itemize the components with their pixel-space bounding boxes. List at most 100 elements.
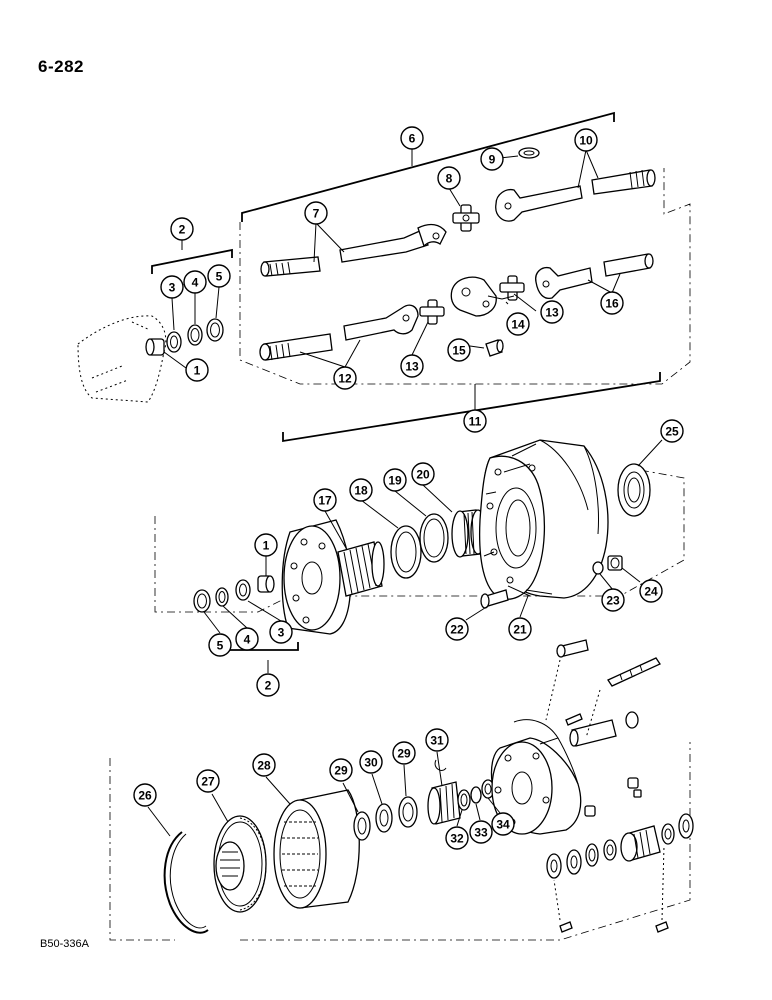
callout-number: 5 [217, 639, 224, 653]
part-3-seal-upper [166, 331, 182, 353]
callout-circle [660, 419, 684, 443]
part-5-seal-lower [193, 589, 211, 613]
planet-washer-5 [661, 823, 675, 845]
callout-7: 7 [304, 201, 328, 225]
callout-28: 28 [252, 753, 276, 777]
part-32-snap-ring [457, 789, 471, 811]
callout-circle [183, 270, 207, 294]
callout-25: 25 [660, 419, 684, 443]
callout-circle [445, 826, 469, 850]
callout-1: 1 [254, 533, 278, 557]
callout-circle [540, 300, 564, 324]
callout-number: 20 [416, 468, 430, 482]
callout-number: 25 [665, 425, 679, 439]
callout-number: 4 [244, 633, 251, 647]
part-4-washer-upper [187, 324, 203, 346]
callout-circle [304, 201, 328, 225]
part-23-washer [592, 561, 604, 575]
planet-pin-long [607, 657, 661, 687]
callout-34: 34 [491, 812, 515, 836]
callout-number: 4 [192, 276, 199, 290]
part-7-inner-axle-shaft [260, 223, 447, 277]
part-3-seal-lower [235, 579, 251, 601]
callout-4: 4 [235, 627, 259, 651]
callout-number: 15 [452, 344, 466, 358]
callout-circle [447, 338, 471, 362]
callout-number: 33 [474, 826, 488, 840]
part-12-axle-shaft [259, 304, 419, 361]
planet-pin-right [655, 921, 669, 933]
callout-circle [639, 579, 663, 603]
callout-circle [463, 409, 487, 433]
callout-29: 29 [392, 741, 416, 765]
figure-code: B50-336A [40, 938, 89, 950]
callout-11: 11 [463, 409, 487, 433]
planet-pin-left [559, 921, 573, 933]
callout-number: 18 [354, 484, 368, 498]
part-22-wheel-bolt [480, 589, 509, 609]
callout-number: 1 [263, 539, 270, 553]
callout-circle [400, 354, 424, 378]
callout-number: 17 [318, 494, 332, 508]
callout-32: 32 [445, 826, 469, 850]
part-9-snap-ring [518, 147, 540, 159]
callout-circle [383, 468, 407, 492]
callout-circle [329, 758, 353, 782]
callout-circle [359, 750, 383, 774]
callout-circle [469, 820, 493, 844]
callout-27: 27 [196, 769, 220, 793]
callout-number: 29 [397, 747, 411, 761]
callout-number: 1 [194, 364, 201, 378]
planet-gear [620, 825, 661, 862]
callout-2: 2 [256, 673, 280, 697]
callout-22: 22 [445, 617, 469, 641]
callout-number: 14 [511, 318, 525, 332]
callout-number: 3 [278, 626, 285, 640]
callout-2: 2 [170, 217, 194, 241]
callout-circle [208, 633, 232, 657]
callout-number: 27 [201, 775, 215, 789]
part-29-thrust-washer-right [398, 796, 418, 828]
part-1-bushing-upper [145, 338, 165, 356]
group-outline-axle-shaft-set [239, 168, 691, 385]
part-20-bearing [451, 509, 486, 558]
part-24-nut [607, 555, 623, 571]
part-28-ring-gear [273, 789, 360, 909]
callout-number: 21 [513, 623, 527, 637]
callout-number: 26 [138, 789, 152, 803]
part-8-universal-joint-cross [452, 204, 480, 232]
part-5-seal-upper [206, 318, 224, 342]
callout-circle [256, 673, 280, 697]
callout-number: 12 [338, 372, 352, 386]
part-15-grease-fitting [485, 339, 504, 357]
callout-number: 22 [450, 623, 464, 637]
axle-housing-end [77, 315, 167, 403]
callout-26: 26 [133, 783, 157, 807]
callout-number: 2 [265, 679, 272, 693]
part-13-universal-joint-cross-left [419, 299, 445, 325]
callout-circle [425, 728, 449, 752]
callout-15: 15 [447, 338, 471, 362]
callout-17: 17 [313, 488, 337, 512]
callout-circle [400, 126, 424, 150]
part-19-spacer-ring [419, 513, 449, 563]
callout-number: 9 [489, 153, 496, 167]
callout-circle [392, 741, 416, 765]
callout-3: 3 [269, 620, 293, 644]
page-number: 6-282 [38, 57, 84, 76]
callout-5: 5 [207, 264, 231, 288]
callout-circle [254, 533, 278, 557]
planet-shaft [569, 719, 617, 747]
plug-small [627, 777, 642, 798]
group-outline-hub-set [154, 469, 685, 613]
callout-number: 30 [364, 756, 378, 770]
callout-16: 16 [600, 291, 624, 315]
roll-pin [565, 713, 583, 726]
callout-number: 13 [405, 360, 419, 374]
callout-circle [445, 617, 469, 641]
callout-23: 23 [601, 588, 625, 612]
callout-number: 23 [606, 594, 620, 608]
part-1-bushing-lower [257, 575, 275, 593]
